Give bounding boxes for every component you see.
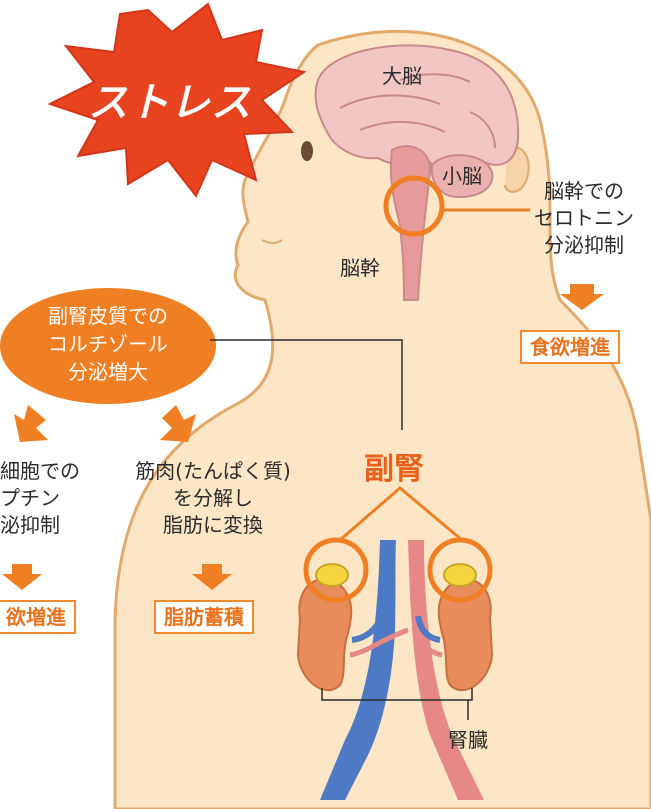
adrenal-label: 副腎 — [364, 444, 424, 488]
stress-label: ストレス — [88, 70, 252, 128]
appetite-result-box-left: 欲増進 — [0, 600, 76, 634]
arrow-icon — [14, 405, 48, 442]
cortisol-text: 副腎皮質での コルチゾール 分泌増大 — [20, 302, 196, 386]
eye — [301, 141, 313, 161]
adrenal-right — [444, 564, 476, 586]
brainstem-effect-text: 脳幹での セロトニン 分泌抑制 — [524, 178, 644, 259]
fat-cell-effect-line: 泌抑制 — [0, 512, 80, 539]
kidney-label: 腎臓 — [448, 730, 488, 750]
cortisol-line: コルチゾール — [20, 330, 196, 358]
fat-accumulation-box: 脂肪蓄積 — [154, 600, 254, 634]
cortisol-line: 副腎皮質での — [20, 302, 196, 330]
adrenal-left — [316, 564, 348, 586]
muscle-effect-line: 脂肪に変換 — [108, 512, 318, 539]
muscle-effect-text: 筋肉(たんぱく質) を分解し 脂肪に変換 — [108, 458, 318, 539]
fat-cell-effect-line: プチン — [0, 485, 80, 512]
fat-cell-effect-text: 細胞での プチン 泌抑制 — [0, 458, 80, 539]
brainstem-effect-line: 分泌抑制 — [524, 232, 644, 259]
fat-cell-effect-line: 細胞での — [0, 458, 80, 485]
appetite-result-box: 食欲増進 — [520, 330, 620, 364]
cerebellum-label: 小脳 — [442, 166, 482, 186]
brainstem-label: 脳幹 — [340, 258, 380, 278]
cortisol-line: 分泌増大 — [20, 358, 196, 386]
muscle-effect-line: を分解し — [108, 485, 318, 512]
arrow-icon — [2, 564, 42, 590]
cerebrum-label: 大脳 — [382, 66, 422, 86]
muscle-effect-line: 筋肉(たんぱく質) — [108, 458, 318, 485]
brainstem-effect-line: セロトニン — [524, 205, 644, 232]
brainstem-effect-line: 脳幹での — [524, 178, 644, 205]
